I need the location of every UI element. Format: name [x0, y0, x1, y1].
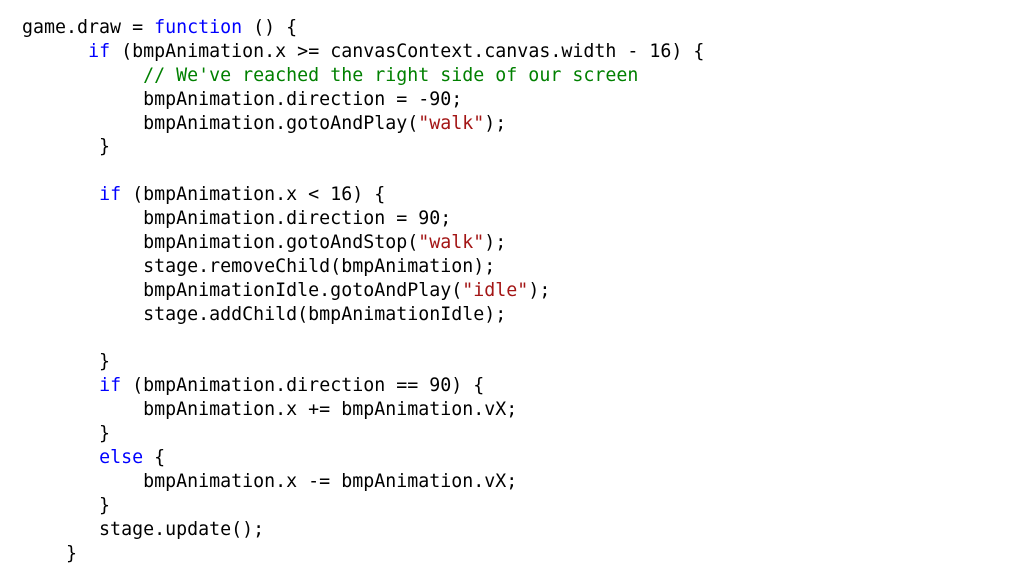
code-line: if (bmpAnimation.x < 16) { — [0, 183, 1024, 207]
code-line: bmpAnimation.direction = 90; — [0, 207, 1024, 231]
code-string: "walk" — [418, 112, 485, 134]
code-text: bmpAnimation.x -= bmpAnimation.vX; — [0, 470, 518, 492]
code-line: game.draw = function () { — [0, 16, 1024, 40]
code-text: (bmpAnimation.x >= canvasContext.canvas.… — [110, 40, 705, 62]
code-line: // We've reached the right side of our s… — [0, 64, 1024, 88]
code-line — [0, 159, 1024, 183]
code-line: if (bmpAnimation.direction == 90) { — [0, 374, 1024, 398]
code-text: (bmpAnimation.x < 16) { — [121, 184, 386, 206]
code-line: bmpAnimation.gotoAndStop("walk"); — [0, 231, 1024, 255]
code-line: stage.removeChild(bmpAnimation); — [0, 255, 1024, 279]
code-text: (bmpAnimation.direction == 90) { — [121, 375, 485, 397]
code-line: bmpAnimation.x -= bmpAnimation.vX; — [0, 470, 1024, 494]
code-text — [0, 447, 99, 468]
code-text: stage.removeChild(bmpAnimation); — [0, 255, 496, 277]
code-line: bmpAnimation.gotoAndPlay("walk"); — [0, 112, 1024, 136]
code-text: bmpAnimation.gotoAndPlay( — [0, 112, 419, 134]
code-text — [0, 41, 88, 62]
code-keyword: if — [99, 184, 122, 206]
code-text — [0, 65, 143, 86]
code-text: game.draw = — [0, 17, 155, 38]
code-line: bmpAnimationIdle.gotoAndPlay("idle"); — [0, 279, 1024, 303]
code-text: bmpAnimation.direction = -90; — [0, 88, 463, 110]
code-text: } — [0, 542, 78, 564]
code-text: stage.update(); — [0, 518, 265, 540]
code-text: } — [0, 423, 111, 445]
code-line: stage.addChild(bmpAnimationIdle); — [0, 303, 1024, 327]
code-keyword: function — [154, 17, 243, 38]
code-line: else { — [0, 446, 1024, 470]
code-comment: // We've reached the right side of our s… — [143, 64, 639, 86]
code-keyword: if — [88, 40, 111, 62]
code-text: } — [0, 136, 111, 158]
code-text: ); — [484, 112, 507, 134]
code-line — [0, 327, 1024, 351]
code-text: bmpAnimation.x += bmpAnimation.vX; — [0, 399, 518, 421]
code-string: "walk" — [418, 232, 485, 254]
code-line: } — [0, 542, 1024, 566]
code-text: stage.addChild(bmpAnimationIdle); — [0, 303, 507, 325]
code-line: bmpAnimation.direction = -90; — [0, 88, 1024, 112]
code-text — [0, 375, 99, 396]
code-line: } — [0, 350, 1024, 374]
code-line: bmpAnimation.x += bmpAnimation.vX; — [0, 398, 1024, 422]
code-text: ); — [528, 279, 551, 301]
code-line: stage.update(); — [0, 518, 1024, 542]
code-line: } — [0, 135, 1024, 159]
code-text: } — [0, 351, 111, 373]
code-text: } — [0, 494, 111, 516]
code-text — [0, 184, 99, 205]
code-line: } — [0, 494, 1024, 518]
code-block: game.draw = function () { if (bmpAnimati… — [0, 16, 1024, 565]
code-line: if (bmpAnimation.x >= canvasContext.canv… — [0, 40, 1024, 64]
code-text: bmpAnimation.gotoAndStop( — [0, 232, 419, 254]
code-text: () { — [242, 17, 298, 38]
code-line: } — [0, 422, 1024, 446]
code-keyword: if — [99, 375, 122, 397]
code-text: bmpAnimationIdle.gotoAndPlay( — [0, 279, 463, 301]
code-string: "idle" — [462, 279, 529, 301]
code-text: { — [143, 447, 166, 469]
code-text: ); — [484, 232, 507, 254]
code-keyword: else — [99, 447, 144, 469]
code-text: bmpAnimation.direction = 90; — [0, 208, 452, 230]
